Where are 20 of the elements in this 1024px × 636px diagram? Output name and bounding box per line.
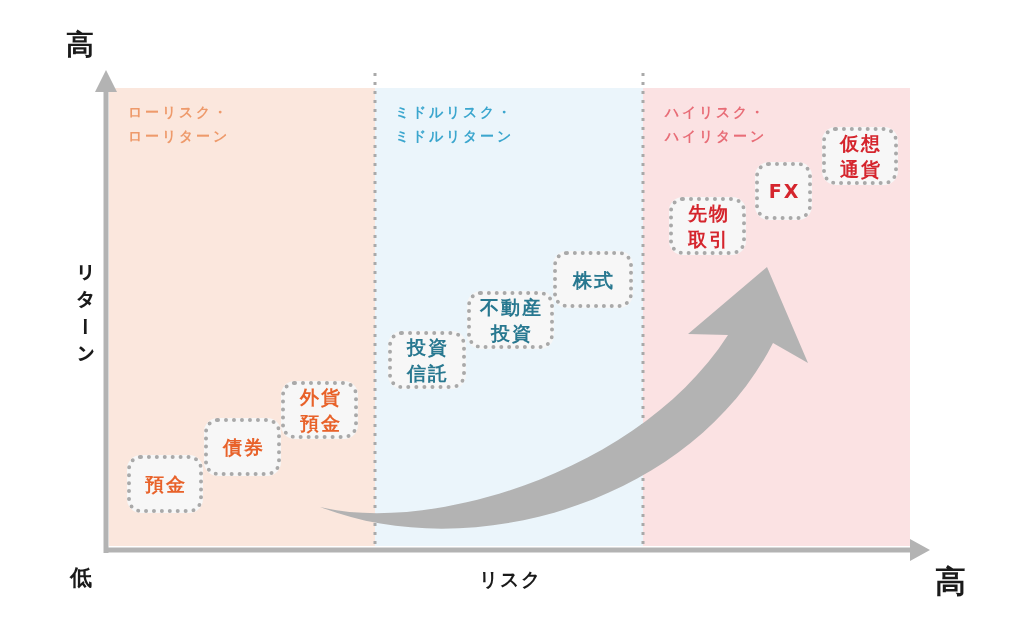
asset-box: 預金: [127, 455, 203, 513]
axis-end-label: 高: [66, 30, 94, 61]
zone-heading: ハイリスク・ハイリターン: [665, 103, 768, 146]
asset-box: 仮想通貨: [822, 127, 898, 185]
zone-heading: ローリスク・ローリターン: [128, 103, 231, 146]
asset-box: 債券: [204, 418, 281, 476]
asset-box: FX: [755, 162, 812, 220]
axis-end-label: 低: [70, 566, 92, 591]
zone-panel: [643, 88, 910, 546]
axis-end-label: 高: [935, 564, 966, 599]
axis-title: リターン: [73, 263, 94, 371]
asset-box: 株式: [553, 251, 633, 308]
asset-box: 投資信託: [388, 331, 466, 389]
axis-title: リスク: [479, 569, 542, 590]
asset-box: 先物取引: [669, 197, 746, 255]
asset-box: 外貨預金: [281, 381, 358, 439]
zone-panel: [109, 88, 375, 546]
zone-panel: [375, 88, 643, 546]
asset-box: 不動産投資: [467, 291, 554, 349]
zone-heading: ミドルリスク・ミドルリターン: [395, 103, 515, 146]
